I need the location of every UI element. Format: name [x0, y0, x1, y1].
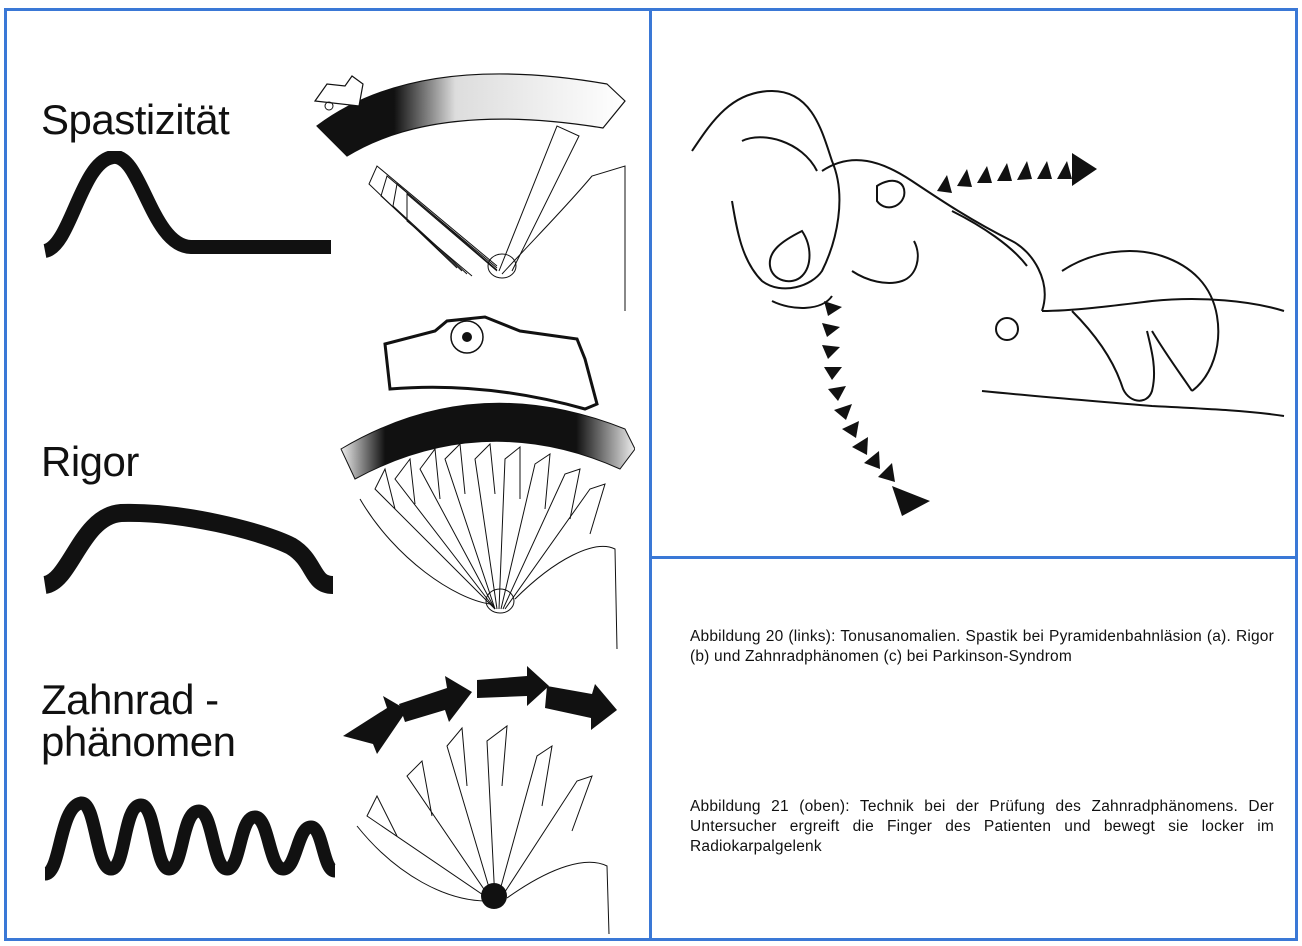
- caption-abbildung-21: Abbildung 21 (oben): Technik bei der Prü…: [690, 797, 1274, 857]
- cog-arrow-1: [343, 696, 407, 754]
- cogwheel-tone-trace: [41, 789, 341, 889]
- radial-motion-arrow-top: [937, 153, 1097, 193]
- cogwheel-limb-illustration: [337, 666, 637, 946]
- radial-motion-arrow-down: [822, 301, 930, 516]
- rigor-limb-illustration: [335, 309, 635, 649]
- spastic-tone-trace: [41, 151, 341, 261]
- label-zahnradphaenomen: Zahnrad - phänomen: [41, 679, 236, 763]
- cogwheel-test-technique-panel: [649, 8, 1298, 559]
- spastic-limb-illustration: [307, 56, 637, 316]
- cog-arrow-3: [477, 666, 549, 706]
- caption-panel: Abbildung 20 (links): Tonusanomalien. Sp…: [649, 556, 1298, 941]
- cog-arrow-4: [545, 684, 617, 730]
- label-spastizitaet: Spastizität: [41, 99, 229, 141]
- tone-anomalies-panel: Spastizität Rigor: [4, 8, 653, 941]
- examiner-hand-illustration: [652, 11, 1295, 556]
- label-rigor: Rigor: [41, 441, 139, 483]
- rigor-tone-trace: [41, 501, 341, 601]
- cog-arrow-2: [399, 676, 472, 722]
- caption-abbildung-20: Abbildung 20 (links): Tonusanomalien. Sp…: [690, 627, 1274, 667]
